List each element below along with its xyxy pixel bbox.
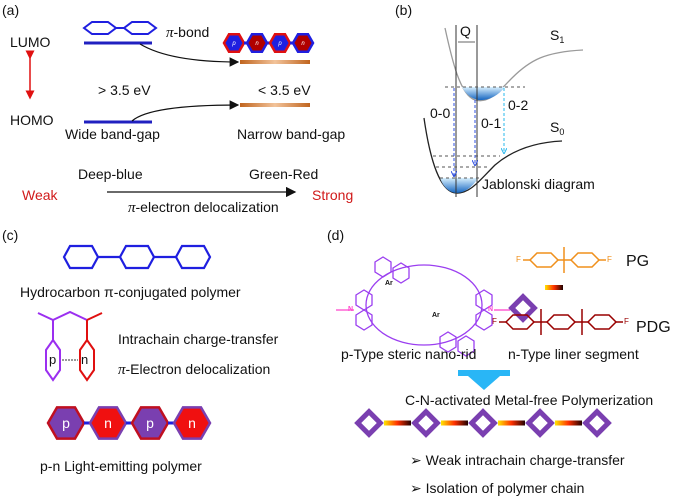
pg-f-left: F bbox=[516, 255, 521, 264]
chain-unit-label: p bbox=[231, 41, 236, 47]
chain-unit-label: p bbox=[277, 41, 282, 47]
transition-0-0-label: 0-0 bbox=[430, 105, 451, 121]
homo-shift-arrow bbox=[131, 100, 240, 122]
bullet-isolation: ➢ Isolation of polymer chain bbox=[410, 480, 585, 496]
pg-label: PG bbox=[626, 253, 650, 270]
n-unit-hexagon bbox=[291, 33, 315, 53]
bullet-weak-charge-transfer: ➢ Weak intrachain charge-transfer bbox=[410, 452, 625, 468]
p-unit-hexagon bbox=[222, 33, 246, 53]
q-label: Q bbox=[460, 23, 471, 39]
linear-segment-linker bbox=[384, 420, 411, 426]
n-unit-label: n bbox=[81, 352, 89, 367]
linear-segment-linker bbox=[498, 420, 525, 426]
chain-unit-label: n bbox=[104, 415, 112, 431]
n-unit-hexagon bbox=[245, 33, 269, 53]
nano-grid-diamond bbox=[354, 408, 384, 438]
green-red-label: Green-Red bbox=[249, 166, 319, 182]
strong-label: Strong bbox=[312, 187, 354, 203]
panel-c-graphics: p n p n bbox=[37, 244, 212, 440]
polymer-chain-icon bbox=[354, 408, 612, 438]
nano-grid-diamond bbox=[582, 408, 612, 438]
lumo-shift-arrow bbox=[139, 43, 240, 67]
narrow-band-gap-label: Narrow band-gap bbox=[237, 126, 346, 142]
s0-label: S0 bbox=[550, 119, 565, 137]
narrow-gap-value: < 3.5 eV bbox=[258, 82, 311, 98]
linear-segment-linker bbox=[441, 420, 468, 426]
pg-molecule-icon bbox=[523, 247, 606, 273]
nano-grid-diamond-icon bbox=[508, 293, 538, 323]
pdg-f-right: F bbox=[624, 317, 629, 326]
lumo-label: LUMO bbox=[10, 34, 51, 50]
jablonski-caption: Jablonski diagram bbox=[482, 176, 595, 192]
ar-label-top: Ar bbox=[385, 280, 393, 287]
n-unit-hexagon bbox=[88, 406, 128, 440]
pn-polymer-label: p-n Light-emitting polymer bbox=[40, 458, 202, 474]
p-unit-hexagon bbox=[46, 406, 86, 440]
nano-grid-diamond bbox=[411, 408, 441, 438]
chain-unit-label: p bbox=[62, 415, 70, 431]
panel-d-graphics bbox=[336, 247, 623, 438]
nano-grid-macrocycle-icon bbox=[336, 256, 510, 357]
panel-d-label: (d) bbox=[327, 227, 345, 243]
delocalization-label: π-electron delocalization bbox=[128, 199, 279, 216]
hydrocarbon-polymer-label: Hydrocarbon π-conjugated polymer bbox=[20, 284, 241, 300]
p-type-label: p-Type steric nano-rid bbox=[341, 346, 477, 362]
n-type-label: n-Type liner segment bbox=[508, 346, 639, 362]
n-atom-right: N bbox=[488, 306, 494, 313]
weak-label: Weak bbox=[22, 187, 58, 203]
terphenyl-icon bbox=[62, 244, 212, 270]
nano-grid-diamond bbox=[468, 408, 498, 438]
pg-pdg-gradient-bar bbox=[545, 285, 563, 290]
narrow-homo-level bbox=[240, 103, 310, 107]
chain-unit-label: p bbox=[146, 415, 154, 431]
process-down-arrow bbox=[458, 370, 510, 390]
pg-f-right: F bbox=[607, 255, 612, 264]
panel-b-label: (b) bbox=[395, 2, 413, 18]
deep-blue-label: Deep-blue bbox=[78, 166, 143, 182]
chain-unit-label: n bbox=[188, 415, 196, 431]
p-unit-label: p bbox=[49, 352, 57, 367]
s0-well-fill bbox=[440, 178, 478, 193]
p-unit-hexagon bbox=[130, 406, 170, 440]
ar-label-bottom: Ar bbox=[432, 312, 440, 319]
wide-gap-value: > 3.5 eV bbox=[98, 82, 151, 98]
pdg-f-left: F bbox=[492, 317, 497, 326]
polymerization-label: C-N-activated Metal-free Polymerization bbox=[405, 392, 654, 408]
narrow-lumo-level bbox=[240, 60, 310, 64]
transition-0-2-label: 0-2 bbox=[508, 97, 529, 113]
nano-grid-diamond bbox=[525, 408, 555, 438]
n-unit-hexagon bbox=[172, 406, 212, 440]
p-unit-hexagon bbox=[268, 33, 292, 53]
transition-0-1-label: 0-1 bbox=[481, 115, 502, 131]
panel-a-label: (a) bbox=[2, 2, 20, 18]
electron-deloc-label: π-Electron delocalization bbox=[118, 361, 271, 378]
pn-side-chain-icon bbox=[37, 310, 103, 382]
wide-band-gap-label: Wide band-gap bbox=[65, 126, 160, 142]
s0-curve bbox=[423, 117, 563, 194]
pi-bond-label: π-bond bbox=[166, 24, 210, 41]
pdg-label: PDG bbox=[636, 319, 671, 336]
biphenyl-icon bbox=[82, 21, 158, 35]
pdg-molecule-icon bbox=[499, 309, 623, 335]
s1-label: S1 bbox=[550, 27, 565, 45]
n-atom-left: N bbox=[348, 306, 354, 313]
s1-well-fill bbox=[462, 87, 505, 101]
panel-b-graphics bbox=[423, 25, 584, 197]
chain-unit-label: n bbox=[255, 41, 259, 47]
chain-unit-label: n bbox=[301, 41, 305, 47]
homo-label: HOMO bbox=[10, 112, 54, 128]
linear-segment-linker bbox=[555, 420, 582, 426]
panel-c-label: (c) bbox=[2, 227, 19, 243]
charge-transfer-label: Intrachain charge-transfer bbox=[118, 331, 279, 347]
